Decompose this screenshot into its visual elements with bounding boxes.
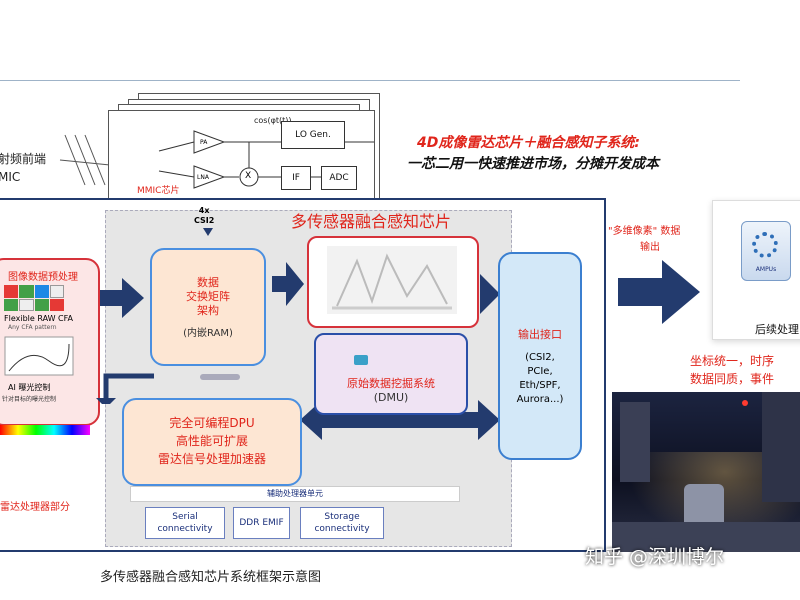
ai-exposure-sub: 针对目标的曝光控制 — [2, 396, 57, 403]
night-street-photo — [612, 392, 800, 552]
output-title: 输出接口 — [518, 328, 562, 341]
raw-cfa-label: Flexible RAW CFA — [4, 314, 73, 323]
multi-pixel-label: "多维像素" 数据 — [608, 226, 681, 237]
top-divider — [0, 80, 740, 81]
dmu-sub: (DMU) — [373, 391, 409, 404]
adc-block: ADC — [321, 166, 357, 190]
radar-processor-label: 雷达处理器部分 — [0, 502, 70, 513]
matrix-line-1: 数据 — [197, 276, 219, 289]
arrow-into-matrix — [100, 278, 144, 318]
note-line-2: 数据同质，事件 — [690, 372, 775, 386]
output-eth: Eth/SPF, — [519, 380, 561, 391]
rf-frontend-label: 射频前端 — [0, 152, 47, 166]
cos-label: cos(φt(t)) — [254, 116, 292, 125]
dmu-title: 原始数据挖掘系统 — [347, 377, 435, 390]
cfa-grid — [4, 285, 64, 311]
output-interface-box: 输出接口 (CSI2, PCIe, Eth/SPF, Aurora...) — [498, 252, 582, 460]
note-line-1: 坐标统一，时序 — [690, 354, 775, 368]
fusion-chip-title: 多传感器融合感知芯片 — [291, 212, 452, 231]
matrix-shadow — [200, 374, 240, 380]
antenna-icon — [59, 134, 111, 186]
mmic-card: PA LNA X cos(φt(t)) LO Gen. IF ADC MMIC芯… — [108, 110, 375, 202]
exposure-chart-icon — [4, 336, 74, 376]
post-process-card: AMPUs 后续处理 — [712, 200, 800, 340]
storage-connectivity-box: Storage connectivity — [300, 507, 384, 539]
ai-exposure-label: AI 曝光控制 — [8, 383, 51, 392]
double-arrow-accel-output — [300, 400, 500, 440]
aux-title: 辅助处理器单元 — [267, 489, 323, 498]
aux-processor-bar: 辅助处理器单元 — [130, 486, 460, 502]
ddr-emif-box: DDR EMIF — [233, 507, 290, 539]
building-right — [762, 392, 800, 502]
data-exchange-matrix: 数据 交换矩阵 架构 (内嵌RAM) — [150, 248, 266, 366]
post-process-label: 后续处理 — [755, 323, 799, 336]
accel-line-3: 雷达信号处理加速器 — [157, 452, 266, 466]
preprocess-title: 图像数据预处理 — [8, 272, 78, 283]
ampus-label: AMPUs — [755, 266, 777, 273]
lna-label: LNA — [197, 174, 209, 181]
dmu-box: 原始数据挖掘系统 (DMU) — [314, 333, 468, 415]
csi-input-label: 4x CSI2 — [194, 206, 214, 226]
output-pcie: PCIe, — [527, 366, 553, 377]
diagram-caption: 多传感器融合感知芯片系统框架示意图 — [100, 570, 322, 585]
output-aurora: Aurora...) — [516, 394, 564, 405]
arrow-matrix-to-fusion — [272, 262, 304, 306]
serial-connectivity-box: Serial connectivity — [145, 507, 225, 539]
arrow-to-post-process — [618, 260, 700, 324]
matrix-line-3: 架构 — [197, 304, 219, 317]
accel-line-2: 高性能可扩展 — [175, 434, 248, 448]
matrix-line-2: 交换矩阵 — [186, 290, 230, 303]
multi-pixel-output: 输出 — [640, 242, 660, 253]
arrow-fusion-to-output — [480, 274, 500, 314]
point-cloud-image — [327, 246, 457, 314]
accel-line-1: 完全可编程DPU — [169, 416, 255, 430]
headline-title: 4D成像雷达芯片＋融合感知子系统: — [417, 135, 640, 151]
matrix-line-4: (内嵌RAM) — [183, 328, 233, 339]
lo-gen-block: LO Gen. — [281, 121, 345, 149]
road — [612, 522, 800, 552]
color-spectrum-bar — [0, 425, 90, 435]
any-cfa-label: Any CFA pattern — [8, 324, 57, 331]
pa-label: PA — [200, 139, 208, 146]
output-csi2: (CSI2, — [525, 352, 555, 363]
headline-subtitle: 一芯二用一快速推进市场，分摊开发成本 — [407, 156, 659, 172]
dpu-accelerator-box: 完全可编程DPU 高性能可扩展 雷达信号处理加速器 — [122, 398, 302, 486]
gear-icon — [752, 232, 778, 258]
chip-icon — [354, 355, 368, 365]
mixer-label: X — [245, 171, 252, 181]
traffic-light — [742, 400, 748, 406]
mmic-chip-label: MMIC芯片 — [137, 186, 180, 196]
mmic-partial-label: MIC — [0, 170, 21, 184]
watermark: 知乎 @深圳博尔 — [585, 546, 725, 568]
csi-down-arrow — [203, 228, 213, 236]
csi-count: 4x — [198, 206, 210, 215]
ampus-icon: AMPUs — [741, 221, 791, 281]
image-preprocess-panel: 图像数据预处理 Flexible RAW CFA Any CFA pattern… — [0, 258, 100, 426]
csi-type: CSI2 — [194, 216, 215, 225]
building-left — [620, 402, 650, 482]
feedback-arrow — [96, 373, 154, 404]
fusion-image-box — [307, 236, 479, 328]
if-block: IF — [281, 166, 311, 190]
